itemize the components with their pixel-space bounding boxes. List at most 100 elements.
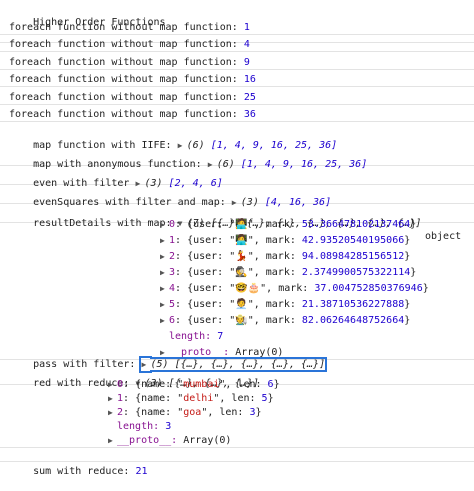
log-number: 1 (243, 22, 250, 33)
log-line: pass with filter: ▶(5) [{…}, {…}, {…}, {… (0, 345, 474, 385)
expand-triangle-icon[interactable]: ▶ (108, 408, 113, 417)
log-text: map with anonymous function: (33, 159, 202, 170)
property-value: Array(0) (177, 435, 232, 446)
property-key: __proto__: (117, 435, 178, 446)
log-line: Higher Order Functions (0, 3, 474, 43)
array-entry[interactable]: ▶0: {user: "🧑‍💻", mark: 53.3664781021374… (160, 219, 417, 230)
expand-triangle-icon[interactable]: ▶ (160, 268, 165, 277)
array-preview[interactable]: [{…}, {…}, {…}, {…}, {…}, {…}, {…}] (210, 218, 422, 229)
log-text: Higher Order Functions (33, 17, 166, 28)
log-line: map with anonymous function: ▶(6) [1, 4,… (0, 145, 474, 185)
entry-mark: 2.3749900575322114 (301, 267, 411, 278)
array-count[interactable]: (7) (186, 218, 205, 229)
property-value: 7 (217, 331, 224, 342)
collapse-triangle-icon[interactable]: ▼ (135, 379, 141, 388)
array-count[interactable]: (3) (240, 197, 259, 208)
entry-index: 2 (117, 407, 124, 418)
expand-triangle-icon[interactable]: ▶ (177, 141, 183, 150)
expand-triangle-icon[interactable]: ▶ (207, 160, 213, 169)
array-count[interactable]: (3) (144, 378, 163, 389)
log-line: resultDetails with map: ▼(7) [{…}, {…}, … (0, 204, 474, 256)
property-key: __proto__: (169, 347, 230, 358)
array-preview[interactable]: [{…}, {…}, {…}, {…}, {…}] (174, 359, 326, 370)
entry-mark: 94.08984285156512 (301, 251, 405, 262)
log-text: foreach function without map function: (9, 39, 238, 50)
expand-triangle-icon[interactable]: ▶ (231, 198, 237, 207)
array-preview[interactable]: [1, 4, 9, 16, 25, 36] (210, 140, 338, 151)
array-entry[interactable]: ▶5: {user: "🧑‍💼", mark: 21.3871053622788… (160, 299, 411, 310)
log-text: even with filter (33, 178, 130, 189)
entry-index: 0 (169, 219, 176, 230)
entry-name: mumbai (183, 379, 220, 390)
log-number: 36 (243, 109, 256, 120)
array-preview[interactable]: [1, 4, 9, 16, 25, 36] (240, 159, 368, 170)
entry-emoji: 👩‍💻 (235, 235, 248, 246)
console-panel: Higher Order Functions foreach function … (0, 3, 474, 477)
property-key: length: (169, 331, 212, 342)
array-preview[interactable]: [2, 4, 6] (168, 178, 223, 189)
log-text: map function with IIFE: (33, 140, 172, 151)
proto-property-hidden (0, 461, 474, 462)
log-line: foreach function without map function: 1… (0, 73, 474, 87)
expand-triangle-icon[interactable]: ▶ (108, 436, 113, 445)
expand-triangle-icon[interactable]: ▶ (160, 316, 165, 325)
array-entry[interactable]: ▶2: {name: "goa", len: 3} (108, 407, 262, 418)
property-value: Array(0) (235, 347, 284, 358)
entry-name: goa (183, 407, 202, 418)
entry-len: 5 (261, 393, 268, 404)
array-entry[interactable]: ▶4: {user: "🤓🎂", mark: 37.00475285037694… (160, 283, 429, 294)
entry-index: 2 (169, 251, 176, 262)
entry-index: 5 (169, 299, 176, 310)
expand-triangle-icon[interactable]: ▶ (160, 252, 165, 261)
log-text: resultDetails with map: (33, 218, 172, 229)
log-text: foreach function without map function: (9, 57, 238, 68)
array-entry[interactable]: ▶3: {user: "🕵", mark: 2.3749900575322114… (160, 267, 417, 278)
array-entry[interactable]: ▶1: {name: "delhi", len: 5} (108, 393, 274, 404)
array-entry[interactable]: ▶6: {user: "🧑‍🌾", mark: 82.0626464875266… (160, 315, 411, 326)
log-number: 16 (243, 74, 256, 85)
entry-mark: 42.93520540195066 (301, 235, 405, 246)
array-entry[interactable]: ▶0: {name: "mumbai", len: 6} (108, 379, 280, 390)
log-number: 9 (243, 57, 250, 68)
array-count[interactable]: (6) (216, 159, 235, 170)
entry-mark: 82.06264648752664 (301, 315, 405, 326)
proto-property[interactable]: ▶ __proto__: Array(0) (0, 346, 474, 360)
expand-triangle-icon[interactable]: ▶ (108, 380, 113, 389)
log-line: evenSquares with filter and map: ▶(3) [4… (0, 183, 474, 223)
array-preview[interactable]: [4, 16, 36] (264, 197, 332, 208)
expand-triangle-icon[interactable]: ▶ (160, 220, 165, 229)
expand-triangle-icon[interactable]: ▶ (108, 394, 113, 403)
entry-mark: 21.38710536227888 (301, 299, 405, 310)
entry-emoji: 🧑‍💼 (235, 299, 248, 310)
proto-property[interactable]: ▶ __proto__: Array(0) (0, 434, 474, 448)
log-text: foreach function without map function: (9, 92, 238, 103)
log-number: 21 (135, 466, 148, 477)
log-number: 4 (243, 39, 250, 50)
type-tag: object (425, 231, 462, 242)
array-preview[interactable]: [{…}, {…}, {…}] (168, 378, 259, 389)
expand-triangle-icon[interactable]: ▶ (160, 236, 165, 245)
expand-triangle-icon[interactable]: ▶ (160, 348, 165, 357)
array-entry[interactable]: ▶2: {user: "💃", mark: 94.08984285156512} (160, 251, 411, 262)
entry-index: 0 (117, 379, 124, 390)
expand-triangle-icon[interactable]: ▶ (160, 300, 165, 309)
log-text: foreach function without map function: (9, 109, 238, 120)
array-count[interactable]: (5) (150, 359, 169, 370)
array-count[interactable]: (6) (186, 140, 205, 151)
length-property: length: 3 (0, 420, 474, 433)
array-entry[interactable]: ▶1: {user: "👩‍💻", mark: 42.9352054019506… (160, 235, 411, 246)
expand-triangle-icon[interactable]: ▶ (135, 179, 141, 188)
log-text: foreach function without map function: (9, 74, 238, 85)
length-property: length: 7 (0, 330, 474, 343)
expand-triangle-icon[interactable]: ▶ (141, 360, 147, 369)
log-line: sum with reduce: 21 (0, 452, 474, 491)
log-line: even with filter ▶(3) [2, 4, 6] (0, 164, 474, 204)
entry-mark: 53.366478102137464 (301, 219, 411, 230)
log-text: red with reduce: (33, 378, 130, 389)
expand-triangle-icon[interactable]: ▶ (160, 284, 165, 293)
array-count[interactable]: (3) (144, 178, 163, 189)
focused-array-preview[interactable]: ▶(5) [{…}, {…}, {…}, {…}, {…}] (139, 357, 328, 372)
log-text: pass with filter: (33, 359, 136, 370)
log-text: sum with reduce: (33, 466, 130, 477)
collapse-triangle-icon[interactable]: ▼ (177, 219, 183, 228)
